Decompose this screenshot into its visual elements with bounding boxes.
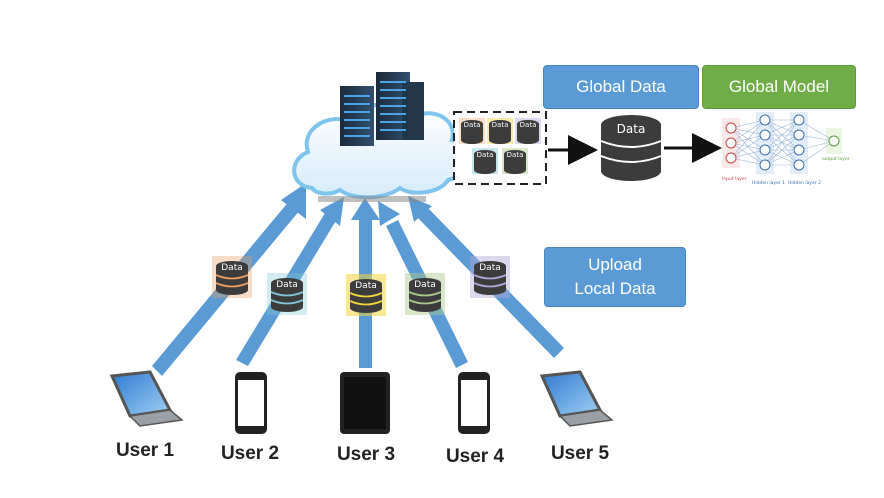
global-model-box: Global Model xyxy=(702,65,856,109)
global-data-label: Global Data xyxy=(576,77,666,96)
global-database-icon: Data xyxy=(600,115,662,181)
agg-db-2-label: Data xyxy=(492,121,509,129)
nn-hidden2-label: Hidden layer 2 xyxy=(788,180,821,186)
agg-db-1: Data xyxy=(459,118,485,144)
user-5-label: User 5 xyxy=(550,443,610,464)
nn-input-label: Input layer xyxy=(722,176,747,182)
user-3-label: User 3 xyxy=(336,444,396,465)
neural-network-icon: Input layer Hidden layer 1 Hidden layer … xyxy=(722,112,850,186)
agg-db-1-label: Data xyxy=(464,121,481,129)
laptop-icon-user-1 xyxy=(109,370,184,427)
upload-local-data-box: Upload Local Data xyxy=(544,247,686,307)
aggregated-data-box: Data Data Data Data Data xyxy=(453,111,547,185)
global-model-label: Global Model xyxy=(728,77,830,96)
agg-db-3-label: Data xyxy=(520,121,537,129)
laptop-icon-user-5 xyxy=(539,370,614,427)
agg-db-2: Data xyxy=(487,118,513,144)
user-1-label: User 1 xyxy=(115,440,175,461)
global-data-box: Global Data xyxy=(543,65,699,109)
local-data-user-1-label: Data xyxy=(221,263,243,273)
local-data-user-2-label: Data xyxy=(276,280,298,290)
local-data-user-1: Data xyxy=(212,256,252,298)
local-data-user-5-label: Data xyxy=(479,263,501,273)
local-data-user-4: Data xyxy=(405,273,445,315)
nn-hidden1-label: Hidden layer 1 xyxy=(752,180,785,186)
local-data-user-4-label: Data xyxy=(414,280,436,290)
agg-db-4: Data xyxy=(472,148,498,174)
local-data-user-3-label: Data xyxy=(355,281,377,291)
local-data-user-2: Data xyxy=(267,273,307,315)
local-data-user-5: Data xyxy=(470,256,510,298)
upload-label-line1: Upload xyxy=(588,255,642,274)
tablet-icon-user-3 xyxy=(340,372,390,434)
user-2-label: User 2 xyxy=(220,443,280,464)
agg-db-5: Data xyxy=(502,148,528,174)
global-db-label: Data xyxy=(617,122,646,136)
upload-label-line2: Local Data xyxy=(574,279,656,298)
agg-db-5-label: Data xyxy=(507,151,524,159)
user-4-label: User 4 xyxy=(445,446,505,467)
phone-icon-user-4 xyxy=(458,372,490,434)
local-data-user-3: Data xyxy=(346,274,386,316)
agg-db-3: Data xyxy=(515,118,541,144)
phone-icon-user-2 xyxy=(235,372,267,434)
agg-db-4-label: Data xyxy=(477,151,494,159)
server-rack-icon xyxy=(340,72,424,146)
nn-output-label: output layer xyxy=(822,156,850,162)
